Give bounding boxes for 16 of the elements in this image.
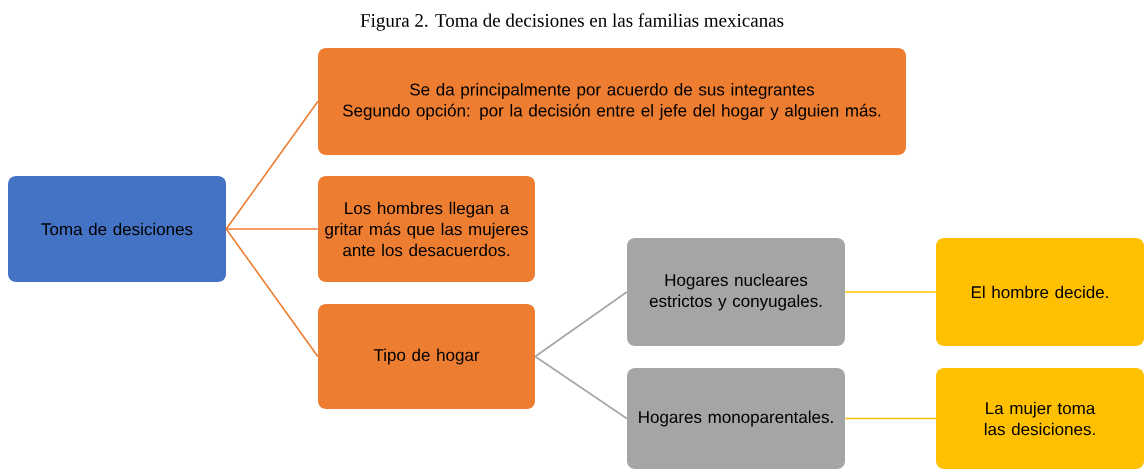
result-box: El hombre decide. — [936, 238, 1144, 346]
branch-box: Tipo de hogar — [318, 304, 535, 409]
figure-title: Figura 2. Toma de decisiones en las familias mexicanas — [360, 13, 784, 31]
connector-line — [225, 228, 319, 230]
result-box: La mujer toma las desiciones. — [936, 368, 1144, 469]
branch-box: Los hombres llegan a gritar más que las mujeres ante los desacuerdos. — [318, 176, 535, 282]
connector-line — [225, 100, 319, 230]
connector-line — [534, 291, 628, 358]
connector-line — [534, 355, 628, 420]
connector-line — [844, 417, 937, 420]
category-box: Hogares nucleares estrictos y conyugales. — [627, 238, 845, 346]
connector-line — [225, 228, 319, 358]
branch-box: Se da principalmente por acuerdo de sus integrantes Segundo opción: por la decisión entre el jefe del hogar y alguien más. — [318, 48, 906, 155]
connector-line — [844, 291, 937, 293]
category-box: Hogares monoparentales. — [627, 368, 845, 469]
topic-box: Toma de desiciones — [8, 176, 226, 282]
